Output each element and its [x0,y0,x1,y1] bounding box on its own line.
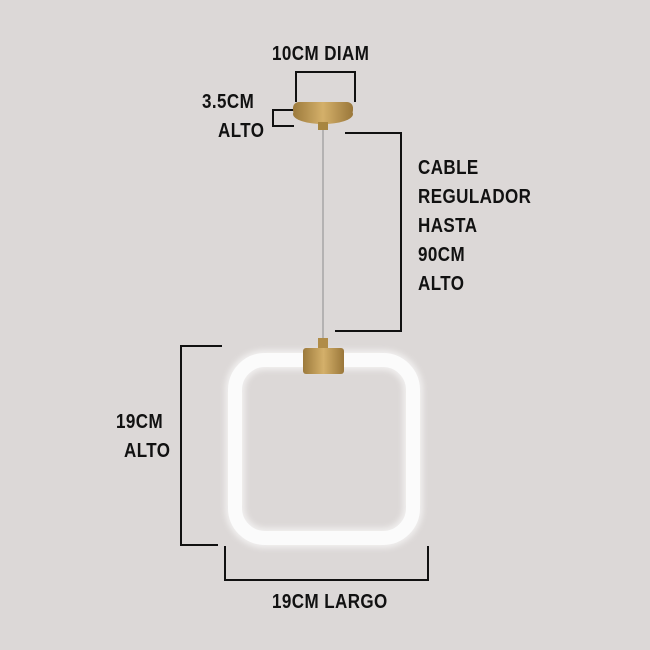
label-cable-5: ALTO [418,273,465,295]
canopy-height-bracket [272,109,294,127]
lamp-height-bracket [180,345,222,546]
label-cable-2: REGULADOR [418,186,532,208]
cable-length-bracket [335,132,402,332]
label-cable-1: CABLE [418,157,479,179]
connector [303,348,344,374]
label-cable-3: HASTA [418,215,478,237]
dimension-lines [180,71,429,581]
label-canopy-diameter: 10CM DIAM [272,43,370,65]
label-canopy-height: 3.5CM [202,91,255,113]
label-lamp-width: 19CM LARGO [272,591,388,613]
canopy-stem [318,122,328,130]
ring-glow [225,350,423,548]
lamp-width-bracket [224,546,429,581]
canopy-body [293,102,353,116]
label-canopy-height-unit: ALTO [218,120,265,142]
connector-stem [318,338,328,350]
label-lamp-height: 19CM [116,411,164,433]
ring [228,353,420,545]
label-cable-4: 90CM [418,244,466,266]
label-lamp-height-unit: ALTO [124,440,171,462]
diameter-bracket [295,71,356,102]
